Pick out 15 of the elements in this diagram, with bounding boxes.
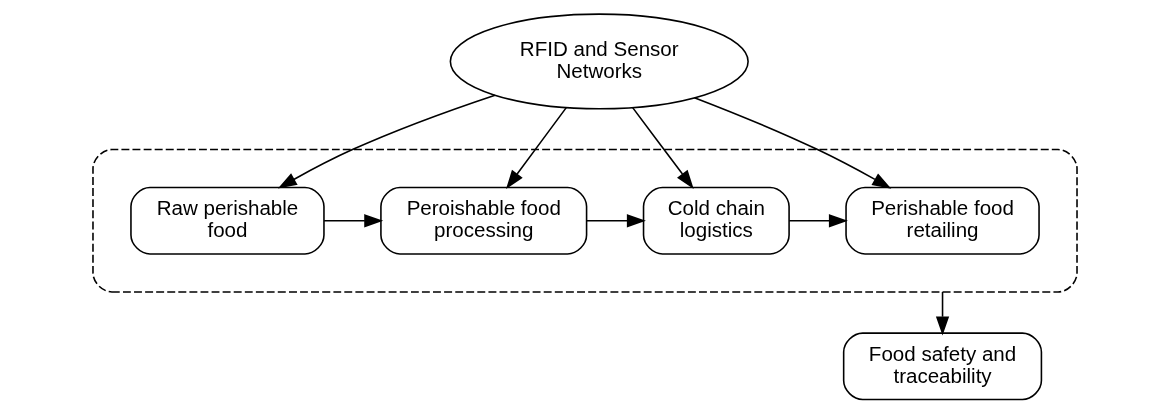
node-ellipse: RFID and Sensor Networks: [449, 13, 749, 110]
node-box: Peroishable food processing: [379, 186, 587, 255]
arrow: [322, 214, 383, 228]
arrow: [693, 96, 891, 189]
arrow: [631, 106, 694, 190]
arrow: [585, 214, 646, 228]
node-box: Cold chain logistics: [642, 186, 790, 255]
node-box: Raw perishable food: [129, 186, 325, 255]
arrow: [787, 214, 848, 228]
arrow: [505, 106, 567, 190]
cluster: [91, 148, 1078, 293]
arrow: [935, 291, 949, 336]
node-box: Food safety and traceability: [842, 332, 1042, 401]
arrow: [277, 94, 496, 189]
node-box: Perishable food retailing: [844, 186, 1040, 255]
